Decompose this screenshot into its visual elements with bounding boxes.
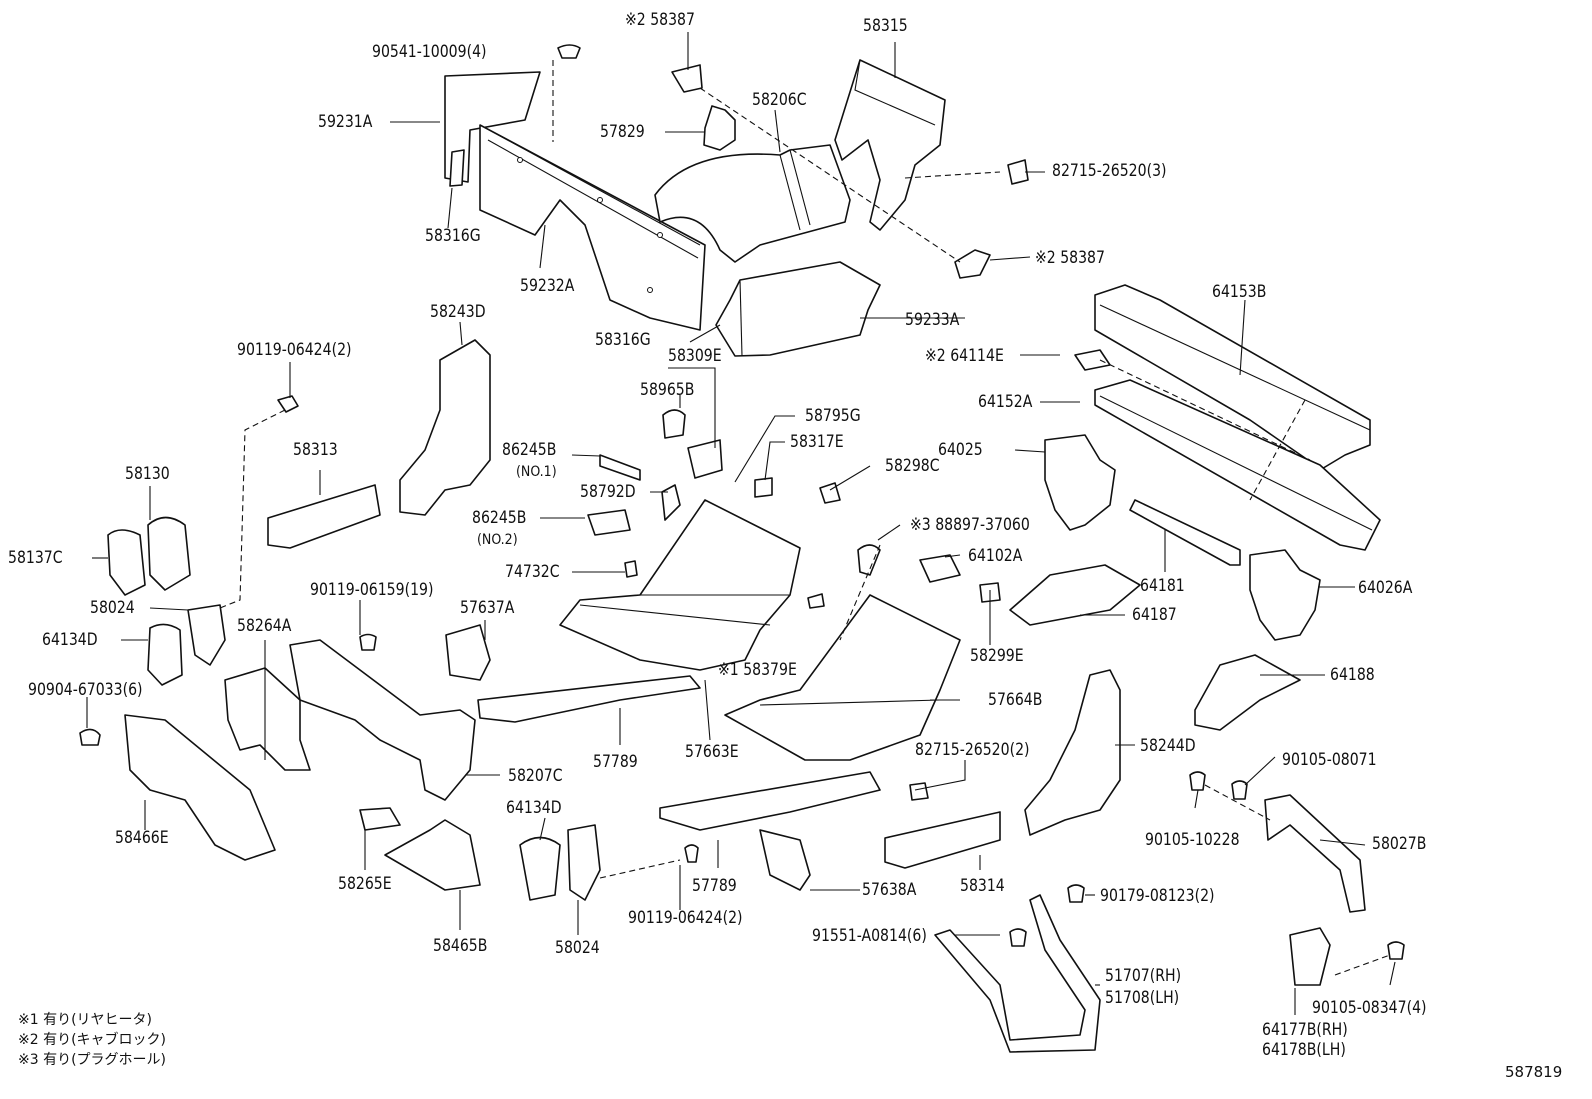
label-90119-c: 90119-06424(2) — [628, 908, 743, 928]
label-58264A: 58264A — [237, 616, 292, 636]
label-51707: 51707(RH) — [1105, 966, 1182, 986]
crossmember-part — [1074, 284, 1381, 551]
upper-left-parts — [79, 339, 491, 746]
label-58027B: 58027B — [1372, 834, 1427, 854]
label-58206C: 58206C — [752, 90, 807, 110]
label-58137C: 58137C — [8, 548, 63, 568]
label-58315: 58315 — [863, 16, 908, 36]
label-90119-b: 90119-06159(19) — [310, 580, 434, 600]
label-64114E: ※2 64114E — [925, 346, 1004, 366]
label-58965B: 58965B — [640, 380, 695, 400]
label-58465B: 58465B — [433, 936, 488, 956]
label-58024-b: 58024 — [555, 938, 600, 958]
label-64025: 64025 — [938, 440, 983, 460]
label-58317E: 58317E — [790, 432, 844, 452]
label-64026A: 64026A — [1358, 578, 1413, 598]
diagram-code: 587819 — [1505, 1063, 1563, 1081]
label-58316G-b: 58316G — [595, 330, 651, 350]
footnote-2: ※2 有り(キャブロック) — [18, 1032, 167, 1048]
label-90541: 90541-10009(4) — [372, 42, 487, 62]
label-59232A: 59232A — [520, 276, 575, 296]
dashed-install-lines — [219, 60, 1391, 976]
side-bracket-parts — [919, 434, 1321, 836]
label-58792D: 58792D — [580, 482, 636, 502]
floor-panel-parts — [477, 499, 961, 831]
label-64181: 64181 — [1140, 576, 1185, 596]
label-58379E: ※1 58379E — [718, 660, 797, 680]
label-58299E: 58299E — [970, 646, 1024, 666]
label-58387-top: ※2 58387 — [625, 10, 695, 30]
label-58314: 58314 — [960, 876, 1005, 896]
label-57789-b: 57789 — [692, 876, 737, 896]
label-64134D-a: 64134D — [42, 630, 98, 650]
label-64102A: 64102A — [968, 546, 1023, 566]
label-58466E: 58466E — [115, 828, 169, 848]
label-90119-a: 90119-06424(2) — [237, 340, 352, 360]
label-58316G-a: 58316G — [425, 226, 481, 246]
label-64178B: 64178B(LH) — [1262, 1040, 1346, 1060]
label-90904: 90904-67033(6) — [28, 680, 143, 700]
label-58313: 58313 — [293, 440, 338, 460]
small-center-parts — [359, 409, 881, 681]
wheel-house-part — [654, 59, 946, 357]
label-91551: 91551-A0814(6) — [812, 926, 927, 946]
leader-lines — [86, 32, 1396, 1015]
label-64188: 64188 — [1330, 665, 1375, 685]
label-58130: 58130 — [125, 464, 170, 484]
label-59231A: 59231A — [318, 112, 373, 132]
label-no1: (NO.1) — [516, 464, 557, 480]
label-90105-10228: 90105-10228 — [1145, 830, 1240, 850]
label-51708: 51708(LH) — [1105, 988, 1180, 1008]
footnote-3: ※3 有り(プラグホール) — [18, 1052, 167, 1068]
label-58243D: 58243D — [430, 302, 486, 322]
label-58024-a: 58024 — [90, 598, 135, 618]
label-88897: ※3 88897-37060 — [910, 515, 1030, 535]
right-lower-parts — [934, 771, 1405, 1053]
label-58387-right: ※2 58387 — [1035, 248, 1105, 268]
left-frame-parts — [124, 639, 481, 891]
label-86245B-no2: 86245B — [472, 508, 527, 528]
footnote-1: ※1 有り(リヤヒータ) — [18, 1012, 153, 1028]
label-90179: 90179-08123(2) — [1100, 886, 1215, 906]
label-57829: 57829 — [600, 122, 645, 142]
label-64177B: 64177B(RH) — [1262, 1020, 1348, 1040]
label-64187: 64187 — [1132, 605, 1177, 625]
label-57663E: 57663E — [685, 742, 739, 762]
label-57664B: 57664B — [988, 690, 1043, 710]
label-74732C: 74732C — [505, 562, 560, 582]
label-58207C: 58207C — [508, 766, 563, 786]
label-57637A: 57637A — [460, 598, 515, 618]
label-57789-a: 57789 — [593, 752, 638, 772]
lower-parts — [519, 782, 1001, 901]
label-90105-08071: 90105-08071 — [1282, 750, 1377, 770]
label-90105-08347: 90105-08347(4) — [1312, 998, 1427, 1018]
label-86245B-no1: 86245B — [502, 440, 557, 460]
label-58795G: 58795G — [805, 406, 861, 426]
label-no2: (NO.2) — [477, 532, 518, 548]
label-58244D: 58244D — [1140, 736, 1196, 756]
label-82715-b: 82715-26520(2) — [915, 740, 1030, 760]
label-64152A: 64152A — [978, 392, 1033, 412]
label-64153B: 64153B — [1212, 282, 1267, 302]
label-58298C: 58298C — [885, 456, 940, 476]
label-58309E: 58309E — [668, 346, 722, 366]
label-64134D-b: 64134D — [506, 798, 562, 818]
label-58265E: 58265E — [338, 874, 392, 894]
bracket-parts-top — [557, 44, 1029, 279]
rear-panel-part — [444, 71, 706, 331]
label-82715-a: 82715-26520(3) — [1052, 161, 1167, 181]
label-59233A: 59233A — [905, 310, 960, 330]
label-57638A: 57638A — [862, 880, 917, 900]
